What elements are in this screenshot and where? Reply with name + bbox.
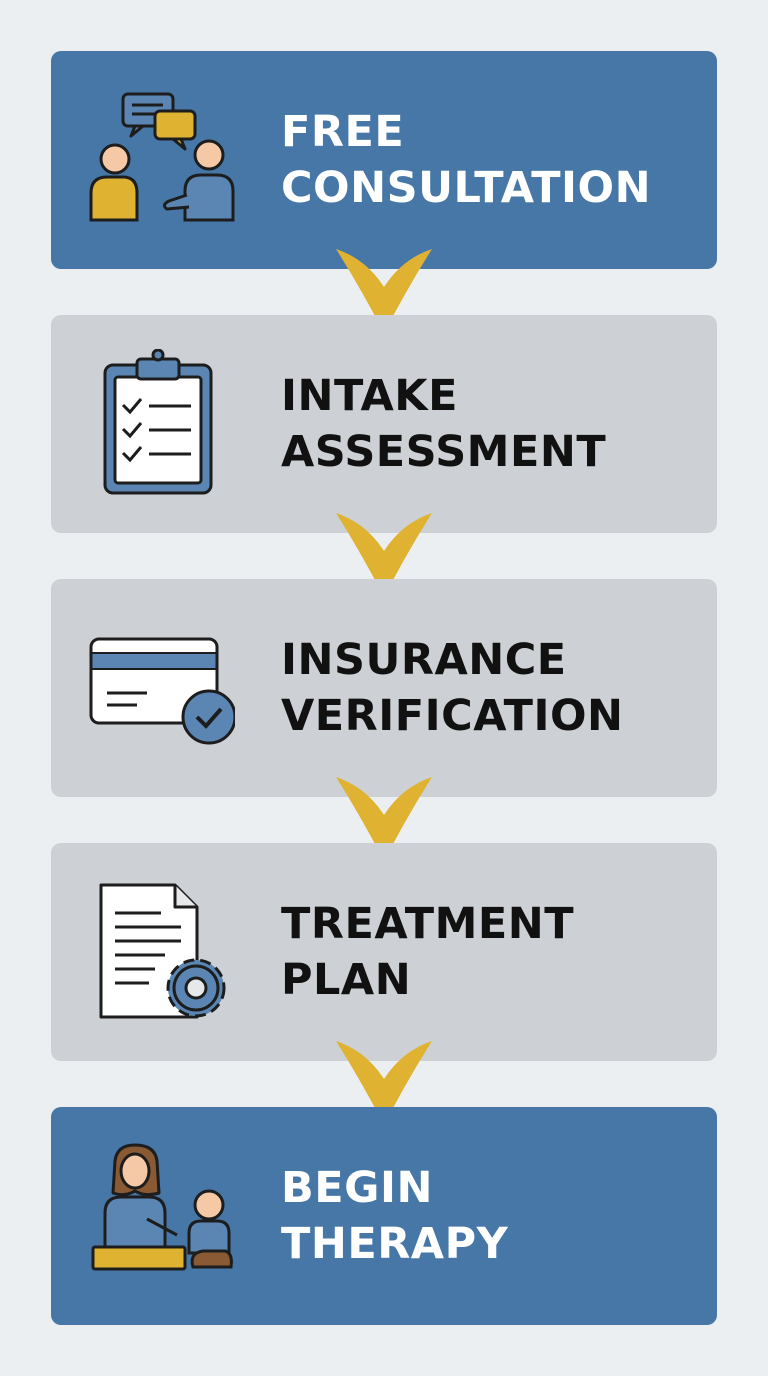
flow-arrow-down-icon [334,511,434,599]
step-label-line2: THERAPY [281,1219,509,1269]
document-gear-icon [85,877,235,1027]
step-label: FREE CONSULTATION [281,51,697,269]
step-treatment-plan: TREATMENT PLAN [51,843,717,1061]
step-label-line1: INTAKE [281,371,458,421]
consultation-icon [85,85,235,235]
step-intake-assessment: INTAKE ASSESSMENT [51,315,717,533]
flow-arrow-down-icon [334,1039,434,1127]
step-label: TREATMENT PLAN [281,843,697,1061]
step-insurance-verification: INSURANCE VERIFICATION [51,579,717,797]
step-label-line1: TREATMENT [281,899,575,949]
insurance-card-check-icon [85,613,235,763]
clipboard-checklist-icon [85,349,235,499]
step-label-line2: VERIFICATION [281,691,624,741]
step-label: BEGIN THERAPY [281,1107,697,1325]
step-label-line1: BEGIN [281,1163,433,1213]
step-label: INTAKE ASSESSMENT [281,315,697,533]
step-label-line2: ASSESSMENT [281,427,607,477]
flow-arrow-down-icon [334,247,434,335]
therapist-child-icon [85,1141,235,1291]
step-free-consultation: FREE CONSULTATION [51,51,717,269]
step-label-line2: CONSULTATION [281,163,652,213]
flow-arrow-down-icon [334,775,434,863]
step-begin-therapy: BEGIN THERAPY [51,1107,717,1325]
step-label-line2: PLAN [281,955,412,1005]
step-label-line1: FREE [281,107,405,157]
step-label: INSURANCE VERIFICATION [281,579,697,797]
step-label-line1: INSURANCE [281,635,567,685]
